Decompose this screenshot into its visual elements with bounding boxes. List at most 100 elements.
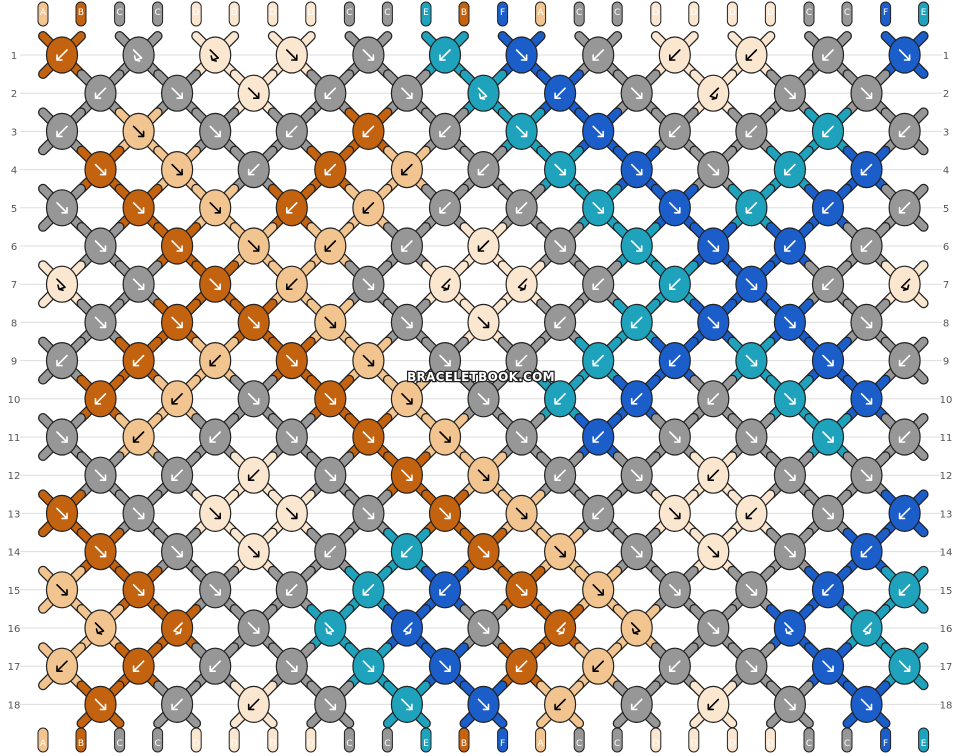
strand-letter-bottom: C <box>154 739 160 749</box>
row-number-left: 1 <box>11 51 17 62</box>
knot-arrow-icon <box>247 163 260 176</box>
strand-letter-bottom: C <box>844 739 850 749</box>
knot-arrow-icon <box>707 240 720 252</box>
knot <box>467 685 500 724</box>
knot <box>390 74 423 112</box>
knot-arrow-icon <box>247 545 260 558</box>
row-number-left: 4 <box>11 166 17 177</box>
knot-arrow-icon <box>745 354 758 367</box>
knot-arrow-icon <box>745 202 758 214</box>
knot <box>390 456 423 494</box>
knot-arrow-icon <box>132 431 145 443</box>
knot-arrow-icon <box>362 49 375 61</box>
knot-arrow-icon <box>707 316 720 329</box>
knot-arrow-icon <box>898 125 911 138</box>
knot-arrow-icon <box>247 698 260 711</box>
knot-arrow-icon <box>784 698 796 711</box>
knot-arrow-icon <box>324 163 337 176</box>
knot-grid <box>45 36 921 724</box>
knot-arrow-icon <box>132 507 145 520</box>
strand-letter-bottom: C <box>576 739 582 749</box>
knot <box>658 571 691 609</box>
knot <box>582 647 615 685</box>
knot <box>888 418 921 456</box>
knot-arrow-icon <box>401 393 413 405</box>
knot <box>773 151 807 189</box>
knot <box>543 227 577 265</box>
knot <box>505 342 538 380</box>
knot <box>888 189 921 227</box>
knot <box>735 36 768 74</box>
knot-arrow-icon <box>784 545 796 558</box>
knot-arrow-icon <box>94 163 107 176</box>
knot <box>237 227 270 265</box>
row-number-left: 7 <box>11 280 17 291</box>
knot <box>850 151 883 189</box>
knot-arrow-icon <box>554 163 566 176</box>
knot-arrow-icon <box>784 469 796 481</box>
strand-tail-bottom <box>152 727 164 753</box>
knot-arrow-icon <box>822 354 834 367</box>
knot <box>811 112 845 150</box>
knot <box>582 112 615 150</box>
knot <box>84 303 117 341</box>
knot <box>199 265 232 303</box>
row-number-left: 12 <box>8 471 21 482</box>
knot <box>199 36 232 74</box>
knot-arrow-icon <box>669 202 681 214</box>
knot <box>314 151 347 189</box>
knot <box>84 380 117 418</box>
knot <box>161 456 194 494</box>
knot <box>428 418 462 456</box>
strand-tail-top <box>458 1 470 27</box>
knot-arrow-icon <box>439 125 451 138</box>
knot <box>199 342 232 380</box>
knot <box>888 112 921 150</box>
knot <box>428 36 462 74</box>
knot <box>543 380 577 418</box>
knot-arrow-icon <box>247 393 260 405</box>
strand-tail-top <box>573 1 585 27</box>
knot <box>620 685 653 724</box>
watermark-text: BRACELETBOOK.COM <box>407 370 555 384</box>
knot <box>237 74 270 112</box>
knot-arrow-icon <box>630 545 643 558</box>
knot <box>428 112 462 150</box>
knot-arrow-icon <box>94 393 107 405</box>
knot <box>582 36 615 74</box>
strand-tail-bottom <box>228 727 240 753</box>
knot-arrow-icon <box>630 240 643 252</box>
strand-letter-top: C <box>116 8 122 18</box>
knot <box>161 685 194 724</box>
strand-tail-bottom <box>764 727 776 753</box>
strand-letter-top: D <box>269 8 276 18</box>
knot-arrow-icon <box>477 622 490 634</box>
knot-arrow-icon <box>439 584 451 596</box>
knot <box>543 609 577 647</box>
knot-arrow-icon <box>94 698 107 711</box>
strand-letter-bottom: F <box>883 739 888 749</box>
knot-arrow-icon <box>517 278 528 291</box>
knot-arrow-icon <box>707 622 720 634</box>
strand-letter-top: D <box>193 8 200 18</box>
strand-tail-top <box>152 1 164 27</box>
row-number-left: 18 <box>8 700 21 711</box>
strand-letter-bottom: A <box>538 739 545 749</box>
knot <box>811 647 845 685</box>
knot-arrow-icon <box>362 431 375 443</box>
knot-arrow-icon <box>822 660 834 672</box>
row-number-right: 9 <box>943 357 949 368</box>
knot-arrow-icon <box>784 163 796 176</box>
knot-arrow-icon <box>822 125 834 138</box>
knot <box>620 74 653 112</box>
strand-tail-bottom <box>420 727 432 753</box>
knot <box>161 151 194 189</box>
strand-letter-top: D <box>307 8 314 18</box>
knot <box>390 380 423 418</box>
knot-arrow-icon <box>592 584 604 596</box>
knot-arrow-icon <box>439 507 451 520</box>
strand-letter-top: C <box>844 8 850 18</box>
knot <box>582 494 615 533</box>
knot <box>582 265 615 303</box>
knot <box>658 418 691 456</box>
